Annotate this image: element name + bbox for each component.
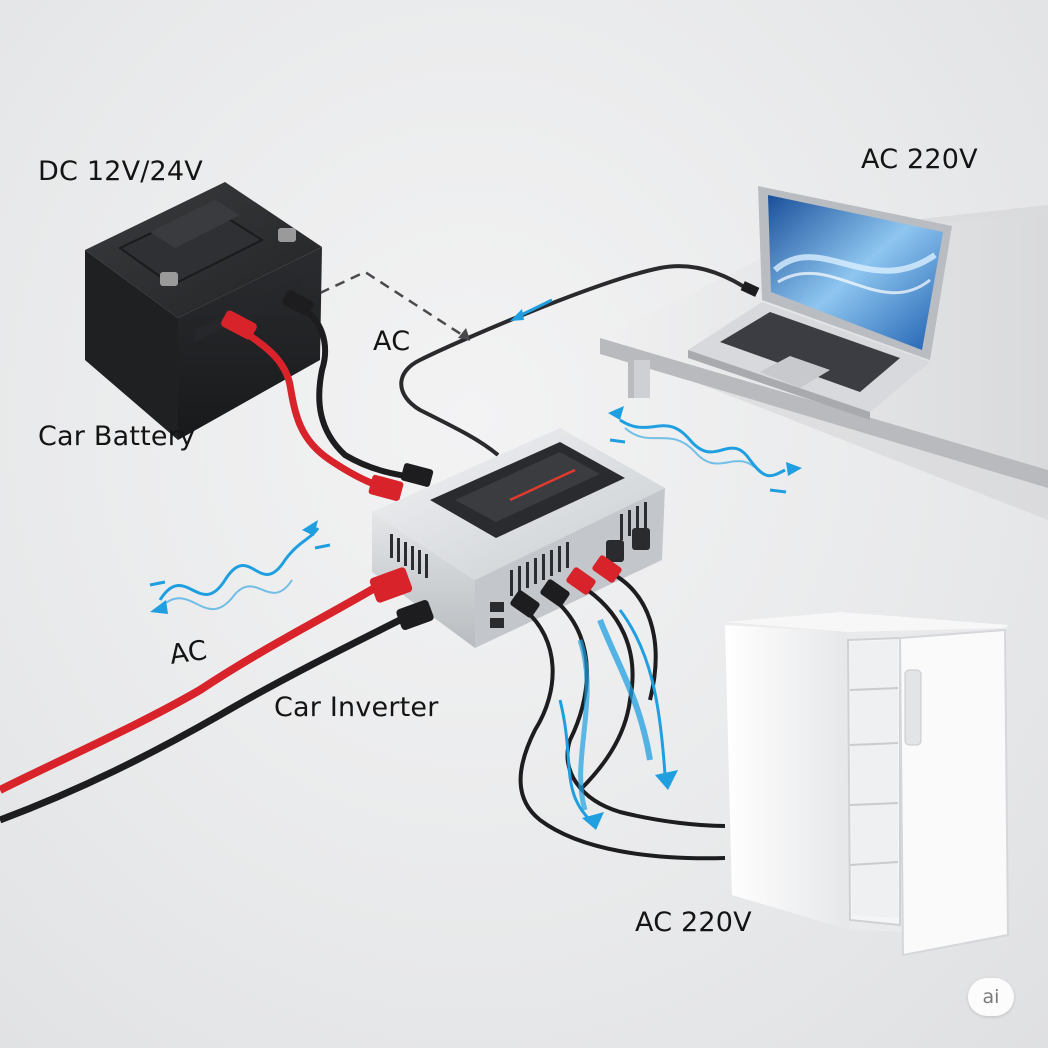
ai-badge: ai xyxy=(968,978,1014,1016)
car-battery-label: Car Battery xyxy=(38,421,196,452)
flow-arrow-icon xyxy=(510,298,678,830)
refrigerator-icon xyxy=(725,612,1010,957)
ac-wave-icon-right xyxy=(608,406,802,494)
ac-wave-icon xyxy=(149,520,331,614)
input-negative-lead xyxy=(0,612,410,824)
laptop-cable xyxy=(399,264,754,457)
car-battery-icon xyxy=(85,182,322,440)
negative-cable xyxy=(298,305,421,481)
ac-cable-label: AC xyxy=(373,326,411,357)
positive-cable xyxy=(236,325,399,494)
car-inverter-label: Car Inverter xyxy=(274,692,439,723)
laptop-ac-label: AC 220V xyxy=(861,144,978,175)
input-positive-lead xyxy=(0,581,383,794)
fridge-ac-label: AC 220V xyxy=(635,907,752,938)
laptop-icon xyxy=(688,186,952,420)
ac-wave-label: AC xyxy=(167,634,210,671)
dc-voltage-label: DC 12V/24V xyxy=(38,156,203,187)
